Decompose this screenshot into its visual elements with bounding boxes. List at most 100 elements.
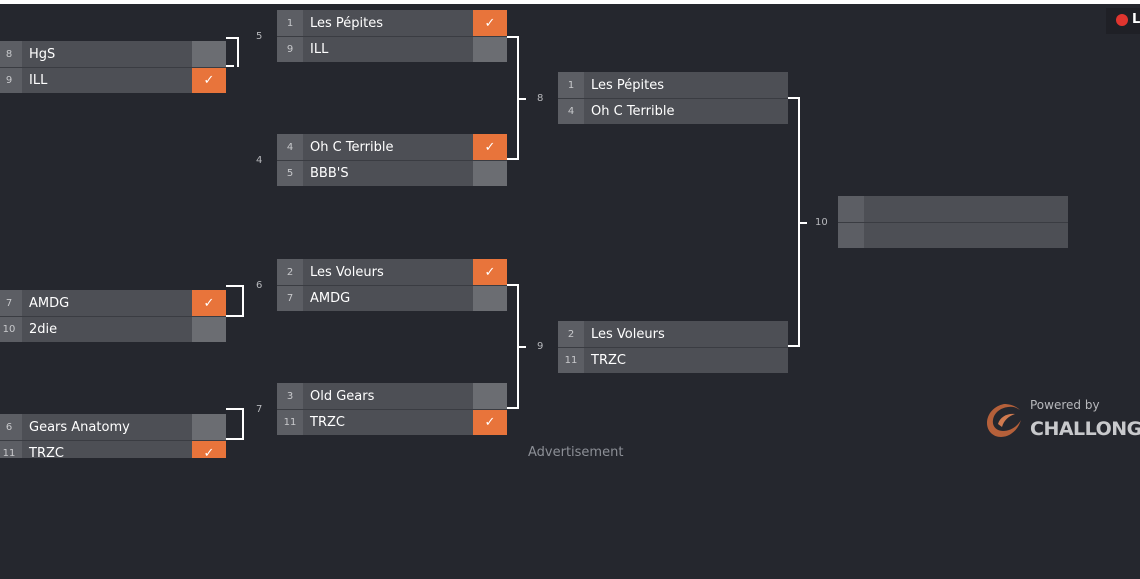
score-cell <box>754 348 788 373</box>
bracket-connector <box>226 37 239 67</box>
seed-number: 7 <box>277 286 303 311</box>
match-r2-7[interactable]: 3 Old Gears 11 TRZC ✓ <box>277 383 507 435</box>
match-r2-5[interactable]: 1 Les Pépites ✓ 9 ILL <box>277 10 507 62</box>
match-r1-gears-trzc[interactable]: 6 Gears Anatomy 11 TRZC ✓ <box>0 414 226 458</box>
participant-name: Oh C Terrible <box>310 139 394 155</box>
bracket-connector <box>517 346 526 348</box>
bracket-connector <box>517 98 526 100</box>
match-r2-6[interactable]: 2 Les Voleurs ✓ 7 AMDG <box>277 259 507 311</box>
seed-number: 11 <box>558 348 584 373</box>
score-cell <box>192 414 226 440</box>
participant-row[interactable]: 6 Gears Anatomy <box>0 414 226 440</box>
participant-row[interactable]: 11 TRZC <box>558 347 788 373</box>
bracket-connector <box>226 438 244 440</box>
advertisement-label: Advertisement <box>528 445 624 460</box>
participant-name: Les Pépites <box>591 77 665 93</box>
winner-check-icon: ✓ <box>192 441 226 458</box>
seed-number: 10 <box>0 317 22 342</box>
match-number: 8 <box>537 93 544 104</box>
score-cell <box>754 321 788 347</box>
participant-name: TRZC <box>310 415 345 430</box>
winner-check-icon: ✓ <box>473 10 507 36</box>
participant-name: HgS <box>29 46 56 62</box>
match-r2-4[interactable]: 4 Oh C Terrible ✓ 5 BBB'S <box>277 134 507 186</box>
match-r3-9[interactable]: 2 Les Voleurs 11 TRZC <box>558 321 788 373</box>
seed-number: 9 <box>0 68 22 93</box>
score-cell <box>473 161 507 186</box>
participant-row[interactable] <box>838 222 1068 248</box>
participant-row[interactable]: 1 Les Pépites <box>558 72 788 98</box>
score-cell <box>473 37 507 62</box>
bracket-connector <box>226 65 234 67</box>
match-number: 9 <box>537 341 544 352</box>
participant-row[interactable]: 10 2die <box>0 316 226 342</box>
top-border <box>0 0 1140 4</box>
participant-row[interactable]: 1 Les Pépites ✓ <box>277 10 507 36</box>
seed-number: 1 <box>558 72 584 98</box>
participant-name: Old Gears <box>310 388 375 404</box>
winner-check-icon: ✓ <box>473 134 507 160</box>
score-cell <box>754 99 788 124</box>
bracket-connector <box>226 315 244 317</box>
seed-number: 8 <box>0 41 22 67</box>
score-cell <box>473 383 507 409</box>
match-number: 7 <box>256 404 263 415</box>
match-number: 5 <box>256 31 263 42</box>
winner-check-icon: ✓ <box>473 259 507 285</box>
seed-number: 6 <box>0 414 22 440</box>
participant-name: Les Voleurs <box>310 264 384 280</box>
seed-number: 11 <box>277 410 303 435</box>
bracket-connector <box>226 408 244 440</box>
participant-name: AMDG <box>29 295 70 311</box>
winner-check-icon: ✓ <box>192 290 226 316</box>
live-badge-label: L <box>1132 12 1140 27</box>
participant-row[interactable]: 2 Les Voleurs ✓ <box>277 259 507 285</box>
winner-check-icon: ✓ <box>473 410 507 435</box>
participant-row[interactable]: 2 Les Voleurs <box>558 321 788 347</box>
match-number: 4 <box>256 155 263 166</box>
seed-number: 2 <box>558 321 584 347</box>
participant-row[interactable]: 9 ILL <box>277 36 507 62</box>
score-cell <box>754 72 788 98</box>
participant-row[interactable]: 4 Oh C Terrible <box>558 98 788 124</box>
challonge-logo-icon <box>987 404 1021 437</box>
participant-row[interactable]: 8 HgS <box>0 41 226 67</box>
score-cell <box>192 41 226 67</box>
participant-name: ILL <box>29 73 48 88</box>
seed-number: 3 <box>277 383 303 409</box>
score-cell <box>192 317 226 342</box>
participant-name: AMDG <box>310 291 351 306</box>
match-number: 6 <box>256 280 263 291</box>
bracket-connector <box>798 222 807 224</box>
score-cell <box>1034 196 1068 222</box>
participant-row[interactable]: 9 ILL ✓ <box>0 67 226 93</box>
seed-number <box>838 223 864 248</box>
live-dot-icon <box>1116 14 1128 26</box>
participant-row[interactable]: 11 TRZC ✓ <box>277 409 507 435</box>
challonge-brand-text: CHALLONGE <box>1030 418 1140 440</box>
seed-number: 9 <box>277 37 303 62</box>
participant-name: Oh C Terrible <box>591 104 675 119</box>
seed-number <box>838 196 864 222</box>
match-number: 10 <box>815 217 828 228</box>
participant-name: TRZC <box>29 446 64 458</box>
score-cell <box>473 286 507 311</box>
participant-row[interactable]: 3 Old Gears <box>277 383 507 409</box>
seed-number: 4 <box>558 99 584 124</box>
participant-row[interactable]: 7 AMDG ✓ <box>0 290 226 316</box>
match-r1-hgs-ill[interactable]: 8 HgS 9 ILL ✓ <box>0 41 226 93</box>
participant-row[interactable] <box>838 196 1068 222</box>
participant-row[interactable]: 4 Oh C Terrible ✓ <box>277 134 507 160</box>
match-r3-8[interactable]: 1 Les Pépites 4 Oh C Terrible <box>558 72 788 124</box>
participant-row[interactable]: 11 TRZC ✓ <box>0 440 226 458</box>
participant-name: BBB'S <box>310 166 349 181</box>
bracket-connector <box>226 285 244 317</box>
participant-row[interactable]: 7 AMDG <box>277 285 507 311</box>
participant-name: TRZC <box>591 353 626 368</box>
participant-row[interactable]: 5 BBB'S <box>277 160 507 186</box>
live-badge[interactable]: L <box>1106 8 1140 34</box>
match-final-10[interactable] <box>838 196 1068 248</box>
match-r1-amdg-2die[interactable]: 7 AMDG ✓ 10 2die <box>0 290 226 342</box>
participant-name: 2die <box>29 322 58 337</box>
seed-number: 4 <box>277 134 303 160</box>
